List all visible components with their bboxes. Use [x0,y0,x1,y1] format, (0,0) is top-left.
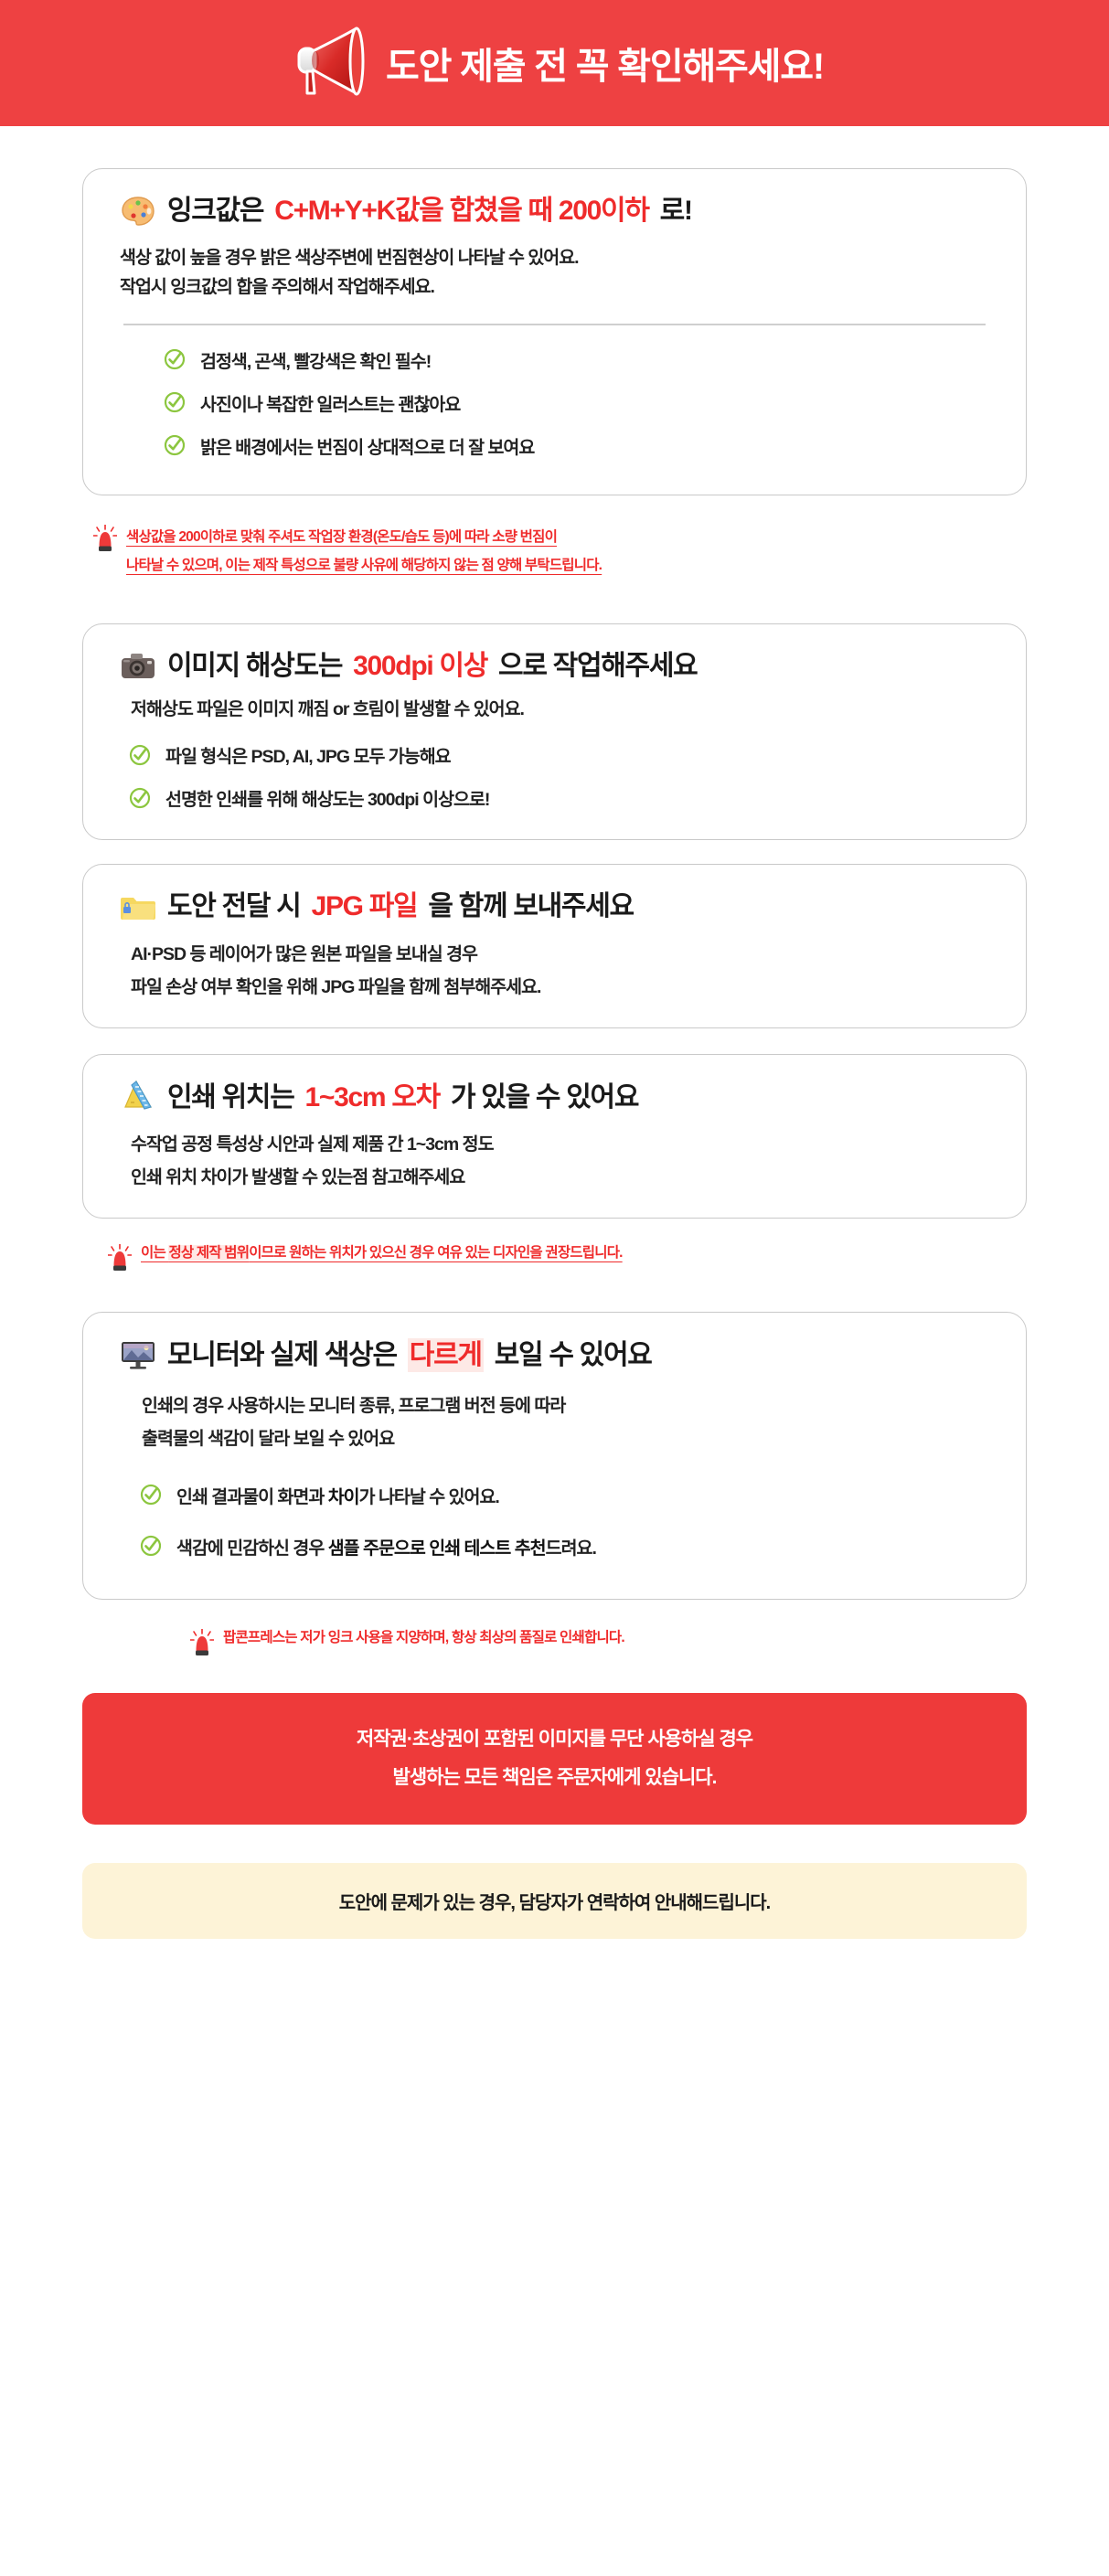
heading-pre: 잉크값은 [167,196,265,227]
monitor-icon [120,1336,156,1373]
heading-post: 로! [659,196,693,227]
banner-copyright-line1: 저작권·초상권이 포함된 이미지를 무단 사용하실 경우 [356,1728,753,1750]
check-item: 밝은 배경에서는 번짐이 상대적으로 더 잘 보여요 [120,424,989,467]
check-label: 사진이나 복잡한 일러스트는 괜찮아요 [200,394,461,415]
check-item: 인쇄 결과물이 화면과 차이가 나타날 수 있어요. [120,1471,989,1517]
body-line: 출력물의 색감이 달라 보일 수 있어요 [142,1429,395,1450]
check-circle-icon [164,434,186,456]
check-label: 검정색, 곤색, 빨강색은 확인 필수! [200,351,432,372]
check-bold: 샘플 주문으로 인쇄 테스트 추천 [327,1538,547,1559]
check-item: 선명한 인쇄를 위해 해상도는 300dpi 이상으로! [120,776,989,819]
note-highlight: 정상 제작 범위 [168,1245,250,1261]
note-quality: 팝콘프레스는 저가 잉크 사용을 지양하며, 항상 최상의 품질로 인쇄합니다. [82,1627,1027,1656]
check-circle-icon [140,1535,162,1557]
heading-post: 을 함께 보내주세요 [428,891,634,922]
check-post: 가 나타날 수 있어요. [358,1486,500,1507]
heading-emphasis: 다르게 [407,1337,484,1373]
check-item: 파일 형식은 PSD, AI, JPG 모두 가능해요 [120,733,989,776]
ruler-icon [120,1079,156,1115]
card-print-position-heading: 인쇄 위치는 1~3cm 오차 가 있을 수 있어요 [120,1079,989,1115]
heading-post: 가 있을 수 있어요 [450,1081,640,1112]
card-print-position: 인쇄 위치는 1~3cm 오차 가 있을 수 있어요 수작업 공정 특성상 시안과… [82,1054,1027,1219]
card-resolution: 이미지 해상도는 300dpi 이상 으로 작업해주세요 저해상도 파일은 이미지… [82,623,1027,841]
body-line: 인쇄 위치 차이가 발생할 수 있는점 참고해주세요 [131,1167,465,1188]
check-label: 밝은 배경에서는 번짐이 상대적으로 더 잘 보여요 [200,437,535,458]
card-ink-value-checklist: 검정색, 곤색, 빨강색은 확인 필수! 사진이나 복잡한 일러스트는 괜찮아요 [120,338,989,467]
page-header: 도안 제출 전 꼭 확인해주세요! [0,0,1109,126]
check-pre: 색감에 민감하신 경우 [176,1538,328,1559]
card-monitor-color-checklist: 인쇄 결과물이 화면과 차이가 나타날 수 있어요. 색감에 민감하신 경우 샘… [120,1471,989,1568]
card-monitor-color-body: 인쇄의 경우 사용하시는 모니터 종류, 프로그램 버전 등에 따라 출력물의 … [120,1389,989,1455]
note-line: 색상값을 200이하로 맞춰 주셔도 작업장 환경(온도/습도 등)에 따라 소… [126,528,558,545]
body-line: 색상 값이 높을 경우 밝은 색상주변에 번짐현상이 나타날 수 있어요. [120,248,580,268]
card-monitor-color-heading: 모니터와 실제 색상은 다르게 보일 수 있어요 [120,1336,989,1373]
heading-pre: 이미지 해상도는 [167,650,343,681]
card-divider [123,324,986,325]
note-line: 나타날 수 있으며, 이는 제작 특성으로 불량 사유에 해당하지 않는 점 양… [126,557,602,573]
body-line: 파일 손상 여부 확인을 위해 JPG 파일을 함께 첨부해주세요. [131,977,541,998]
body-line: 저해상도 파일은 이미지 깨짐 or 흐림이 발생할 수 있어요. [131,698,525,719]
note-pre: 이는 [141,1245,169,1261]
folder-lock-icon [120,889,156,925]
card-resolution-heading: 이미지 해상도는 300dpi 이상 으로 작업해주세요 [120,648,989,685]
note-post: 이므로 원하는 위치가 있으신 경우 여유 있는 디자인을 권장드립니다. [249,1245,623,1261]
check-label: 색감에 민감하신 경우 샘플 주문으로 인쇄 테스트 추천드려요. [176,1533,597,1559]
check-circle-icon [129,744,151,766]
check-label: 파일 형식은 PSD, AI, JPG 모두 가능해요 [165,747,452,768]
card-ink-value-heading: 잉크값은 C+M+Y+K값을 합쳤을 때 200이하 로! [120,193,989,229]
siren-icon [189,1627,215,1656]
note-position-text: 이는 정상 제작 범위이므로 원하는 위치가 있으신 경우 여유 있는 디자인을… [141,1242,623,1263]
heading-pre: 도안 전달 시 [167,891,302,922]
body-line: AI·PSD 등 레이어가 많은 원본 파일을 보내실 경우 [131,944,478,965]
check-circle-icon [140,1484,162,1506]
note-position: 이는 정상 제작 범위이므로 원하는 위치가 있으신 경우 여유 있는 디자인을… [82,1242,1027,1272]
check-pre: 인쇄 결과물이 화면과 [176,1486,328,1507]
camera-icon [120,648,156,685]
heading-pre: 모니터와 실제 색상은 [167,1339,398,1370]
check-label: 인쇄 결과물이 화면과 차이가 나타날 수 있어요. [176,1482,500,1508]
body-line: 작업시 잉크값의 합을 주의해서 작업해주세요. [120,276,435,297]
body-line: 인쇄의 경우 사용하시는 모니터 종류, 프로그램 버전 등에 따라 [142,1396,566,1417]
check-bold: 차이 [327,1486,360,1507]
note-ink: 색상값을 200이하로 맞춰 주셔도 작업장 환경(온도/습도 등)에 따라 소… [82,523,1027,580]
note-ink-text: 색상값을 200이하로 맞춰 주셔도 작업장 환경(온도/습도 등)에 따라 소… [126,523,602,580]
palette-icon [120,193,156,229]
banner-copyright: 저작권·초상권이 포함된 이미지를 무단 사용하실 경우 발생하는 모든 책임은… [82,1692,1027,1825]
banner-copyright-line2: 발생하는 모든 책임은 주문자에게 있습니다. [392,1766,718,1788]
siren-icon [92,523,118,552]
heading-emphasis: JPG 파일 [311,891,419,922]
check-circle-icon [164,348,186,370]
card-ink-value: 잉크값은 C+M+Y+K값을 합쳤을 때 200이하 로! 색상 값이 높을 경우… [82,168,1027,495]
body-line: 수작업 공정 특성상 시안과 실제 제품 간 1~3cm 정도 [131,1134,495,1155]
heading-emphasis: 300dpi 이상 [353,650,488,681]
check-circle-icon [129,787,151,809]
card-monitor-color: 모니터와 실제 색상은 다르게 보일 수 있어요 인쇄의 경우 사용하시는 모니… [82,1312,1027,1600]
card-jpg-file: 도안 전달 시 JPG 파일 을 함께 보내주세요 AI·PSD 등 레이어가 많… [82,864,1027,1029]
check-label: 선명한 인쇄를 위해 해상도는 300dpi 이상으로! [165,790,490,811]
heading-pre: 인쇄 위치는 [167,1081,295,1112]
heading-post: 으로 작업해주세요 [498,650,698,681]
card-ink-value-body: 색상 값이 높을 경우 밝은 색상주변에 번짐현상이 나타날 수 있어요. 작업… [120,244,989,302]
check-circle-icon [164,391,186,413]
card-jpg-file-heading: 도안 전달 시 JPG 파일 을 함께 보내주세요 [120,889,989,925]
note-quality-text: 팝콘프레스는 저가 잉크 사용을 지양하며, 항상 최상의 품질로 인쇄합니다. [223,1629,625,1645]
check-post: 드려요. [545,1538,597,1559]
card-print-position-body: 수작업 공정 특성상 시안과 실제 제품 간 1~3cm 정도 인쇄 위치 차이… [120,1128,989,1194]
megaphone-icon [285,24,369,102]
heading-post: 보일 수 있어요 [494,1339,653,1370]
card-resolution-body: 저해상도 파일은 이미지 깨짐 or 흐림이 발생할 수 있어요. [120,696,989,725]
card-jpg-file-body: AI·PSD 등 레이어가 많은 원본 파일을 보내실 경우 파일 손상 여부 … [120,938,989,1004]
heading-emphasis: C+M+Y+K값을 합쳤을 때 200이하 [274,196,650,227]
banner-contact: 도안에 문제가 있는 경우, 담당자가 연락하여 안내해드립니다. [82,1862,1027,1939]
siren-icon [107,1243,133,1272]
heading-emphasis: 1~3cm 오차 [304,1081,442,1112]
check-item: 색감에 민감하신 경우 샘플 주문으로 인쇄 테스트 추천드려요. [120,1517,989,1568]
header-title: 도안 제출 전 꼭 확인해주세요! [386,47,825,87]
card-resolution-checklist: 파일 형식은 PSD, AI, JPG 모두 가능해요 선명한 인쇄를 위해 해… [120,733,989,819]
check-item: 사진이나 복잡한 일러스트는 괜찮아요 [120,381,989,424]
check-item: 검정색, 곤색, 빨강색은 확인 필수! [120,338,989,381]
